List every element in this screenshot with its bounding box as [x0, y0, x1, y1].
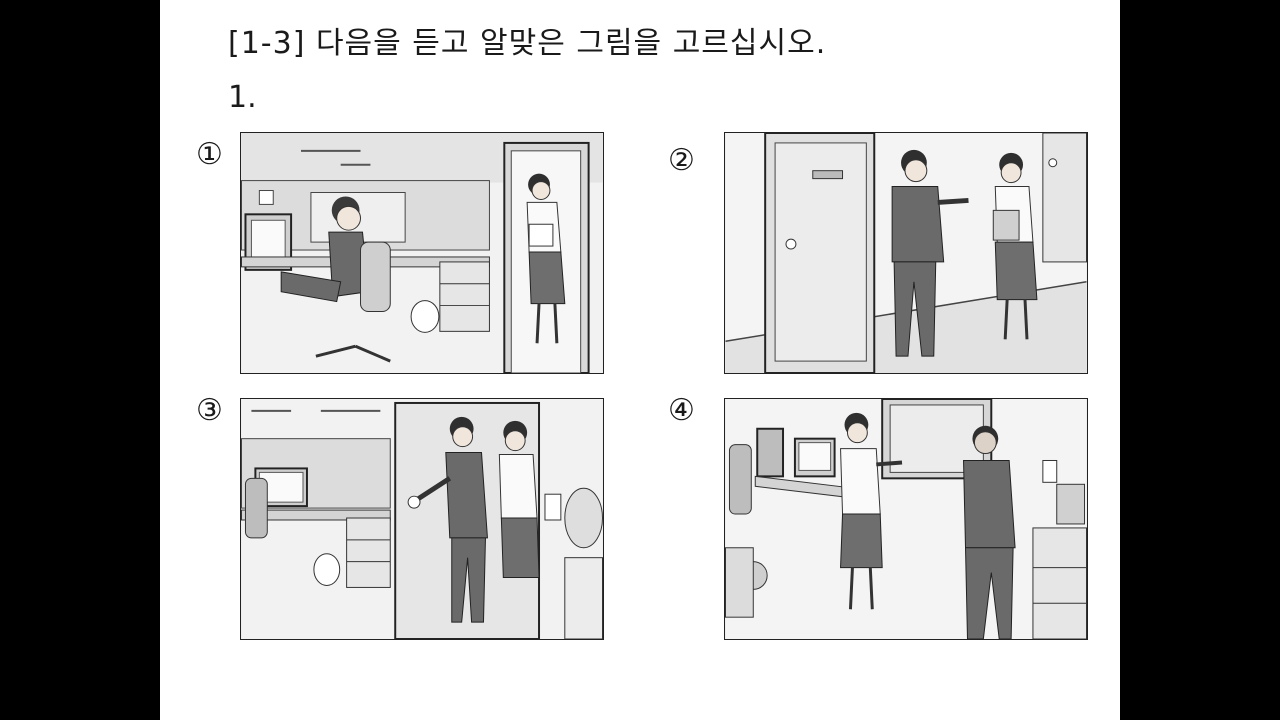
option-4-label: ④ [668, 393, 695, 428]
office-conversation-scene-illustration [725, 399, 1087, 639]
option-4-picture[interactable] [724, 398, 1088, 640]
exam-page: [1-3] 다음을 듣고 알맞은 그림을 고르십시오. 1. ① [160, 0, 1120, 720]
option-2-picture[interactable] [724, 132, 1088, 374]
office-scene-illustration [241, 133, 603, 373]
option-2-label: ② [668, 143, 695, 178]
option-3-label: ③ [196, 393, 223, 428]
instruction-text: [1-3] 다음을 듣고 알맞은 그림을 고르십시오. [228, 26, 827, 61]
option-1-label: ① [196, 137, 223, 172]
option-1-picture[interactable] [240, 132, 604, 374]
option-3-picture[interactable] [240, 398, 604, 640]
hallway-scene-illustration [725, 133, 1087, 373]
question-number: 1. [228, 80, 257, 115]
office-door-scene-illustration [241, 399, 603, 639]
